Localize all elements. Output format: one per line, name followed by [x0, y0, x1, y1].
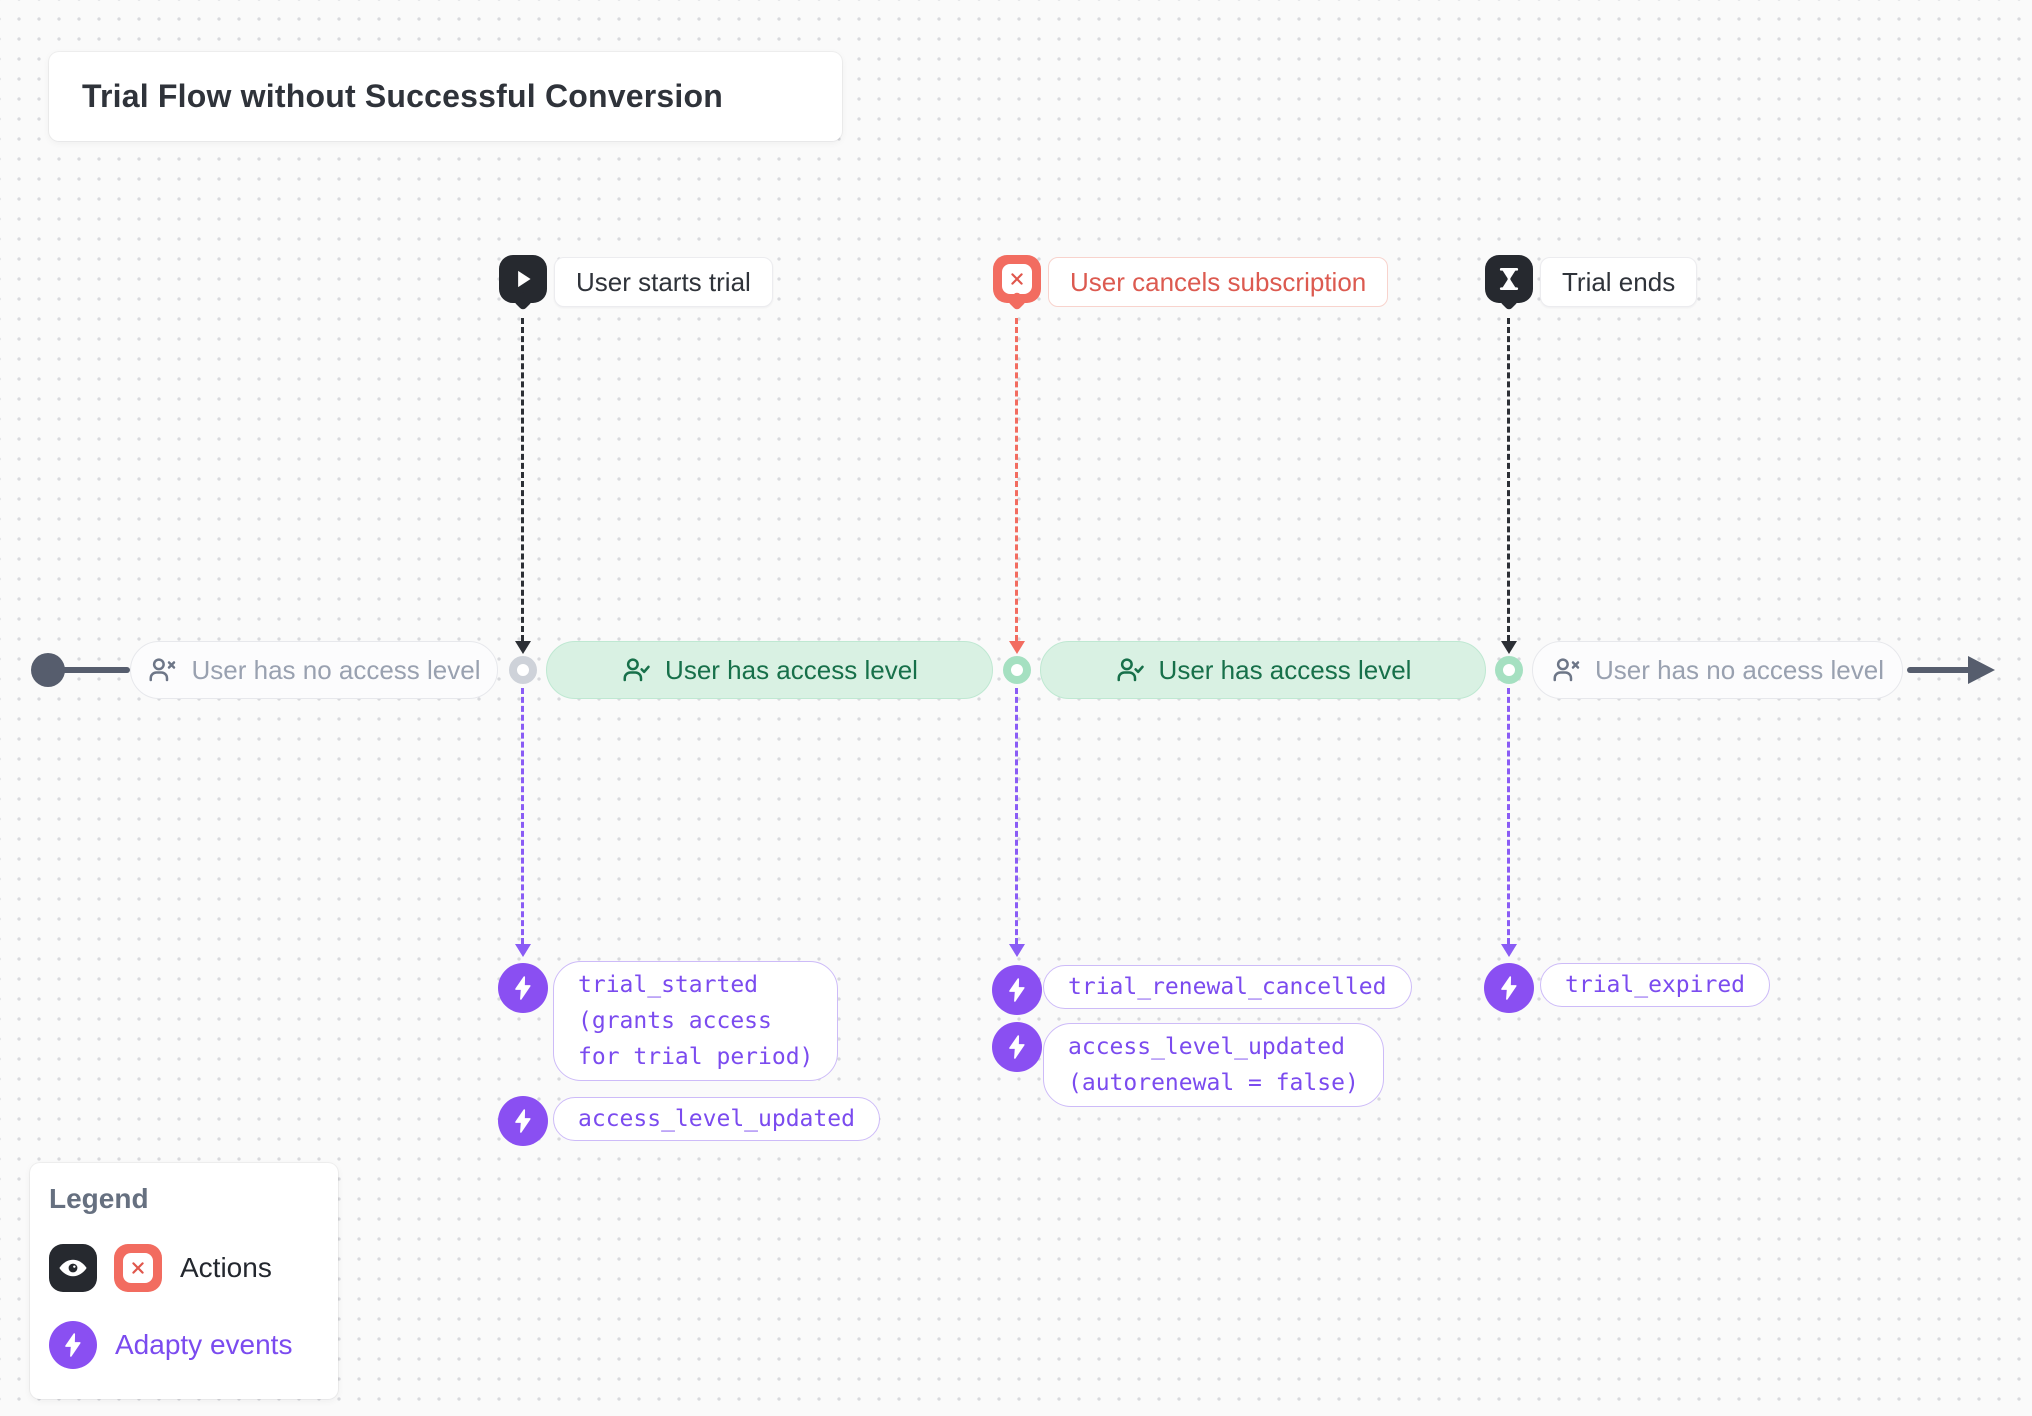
- action-label-cancel-text: User cancels subscription: [1070, 266, 1367, 297]
- action-marker-cancel: [993, 255, 1041, 311]
- action-dark-icon: [49, 1244, 97, 1292]
- action-marker-trial-end: [1485, 255, 1533, 311]
- timeline-line: [48, 667, 130, 673]
- timeline-connector-dot: [1003, 656, 1031, 684]
- eye-icon: [59, 1259, 87, 1277]
- user-check-icon: [1117, 658, 1144, 682]
- legend-row-events: Adapty events: [49, 1321, 338, 1369]
- timeline-segment-label: User has no access level: [1594, 654, 1885, 685]
- adapty-event-marker: [992, 965, 1042, 1015]
- legend-title: Legend: [49, 1183, 149, 1214]
- timeline-connector-dot: [509, 656, 537, 684]
- adapty-event-icon: [49, 1321, 97, 1369]
- marker-tail: [513, 291, 533, 311]
- event-badge-trial-started: trial_started (grants access for trial p…: [553, 961, 839, 1081]
- arrowhead-right-icon: [1968, 656, 1995, 684]
- arrowhead-down-icon: [1501, 641, 1517, 654]
- lightning-icon: [1501, 976, 1517, 1000]
- event-badge-trial-expired: trial_expired: [1540, 963, 1771, 1007]
- event-line: trial_renewal_cancelled: [1068, 974, 1387, 1000]
- connector-start-to-timeline: [521, 318, 524, 641]
- action-label-trial-end: Trial ends: [1540, 257, 1698, 307]
- legend-actions-label: Actions: [180, 1252, 272, 1283]
- event-line: access_level_updated: [1068, 1034, 1345, 1060]
- action-label-start-text: User starts trial: [576, 266, 751, 297]
- user-check-icon: [623, 658, 650, 682]
- event-badge-trial-renewal-cancelled: trial_renewal_cancelled: [1043, 965, 1412, 1009]
- event-line: trial_expired: [1565, 972, 1746, 998]
- arrowhead-down-icon: [1501, 944, 1517, 957]
- event-badge-access-level-updated-1: access_level_updated: [553, 1097, 880, 1141]
- arrowhead-down-icon: [1009, 641, 1025, 654]
- event-badge-access-level-updated-2: access_level_updated (autorenewal = fals…: [1043, 1023, 1384, 1107]
- action-red-icon: [114, 1244, 162, 1292]
- event-line: (grants access: [578, 1008, 772, 1034]
- connector-timeline-to-events-3: [1507, 688, 1510, 944]
- timeline-segment-label: User has no access level: [191, 654, 481, 685]
- cancel-x-icon: [123, 1253, 153, 1283]
- timeline-segment-label: User has access level: [1158, 654, 1412, 685]
- lightning-icon: [515, 976, 531, 1000]
- arrowhead-down-icon: [515, 641, 531, 654]
- legend-events-label: Adapty events: [115, 1329, 293, 1360]
- cancel-x-icon: [1002, 264, 1032, 294]
- marker-tail: [1499, 291, 1519, 311]
- connector-timeline-to-events-1: [521, 688, 524, 944]
- event-line: access_level_updated: [578, 1106, 855, 1132]
- timeline-segment-no-access-2: User has no access level: [1532, 641, 1903, 699]
- page-title: Trial Flow without Successful Conversion: [82, 78, 723, 114]
- connector-end-to-timeline: [1507, 318, 1510, 641]
- play-icon: [518, 270, 531, 288]
- event-line: for trial period): [578, 1044, 814, 1070]
- timeline-segment-access-2: User has access level: [1040, 641, 1486, 699]
- connector-cancel-to-timeline: [1015, 318, 1018, 641]
- timeline-segment-label: User has access level: [665, 654, 918, 685]
- arrowhead-down-icon: [1009, 944, 1025, 957]
- timeline-line-end: [1907, 667, 1975, 673]
- user-x-icon: [149, 658, 176, 682]
- action-label-cancel: User cancels subscription: [1048, 257, 1389, 307]
- action-label-trial-end-text: Trial ends: [1562, 266, 1676, 297]
- action-marker-start: [499, 255, 547, 311]
- adapty-event-marker: [992, 1022, 1042, 1072]
- action-label-start: User starts trial: [554, 257, 773, 307]
- adapty-event-marker: [498, 963, 548, 1013]
- timeline-segment-no-access-1: User has no access level: [130, 641, 498, 699]
- user-x-icon: [1553, 658, 1580, 682]
- lightning-icon: [65, 1333, 81, 1357]
- lightning-icon: [515, 1109, 531, 1133]
- timeline-segment-access-1: User has access level: [546, 641, 993, 699]
- hourglass-icon: [1499, 268, 1519, 290]
- diagram-title-card: Trial Flow without Successful Conversion: [49, 52, 842, 141]
- adapty-event-marker: [498, 1096, 548, 1146]
- legend: Legend Actions Adapty events: [30, 1163, 338, 1399]
- lightning-icon: [1009, 978, 1025, 1002]
- event-line: (autorenewal = false): [1068, 1070, 1359, 1096]
- arrowhead-down-icon: [515, 944, 531, 957]
- adapty-event-marker: [1484, 963, 1534, 1013]
- event-line: trial_started: [578, 972, 759, 998]
- legend-row-actions: Actions: [49, 1244, 338, 1292]
- lightning-icon: [1009, 1035, 1025, 1059]
- marker-tail: [1007, 291, 1027, 311]
- timeline-connector-dot: [1495, 656, 1523, 684]
- connector-timeline-to-events-2: [1015, 688, 1018, 944]
